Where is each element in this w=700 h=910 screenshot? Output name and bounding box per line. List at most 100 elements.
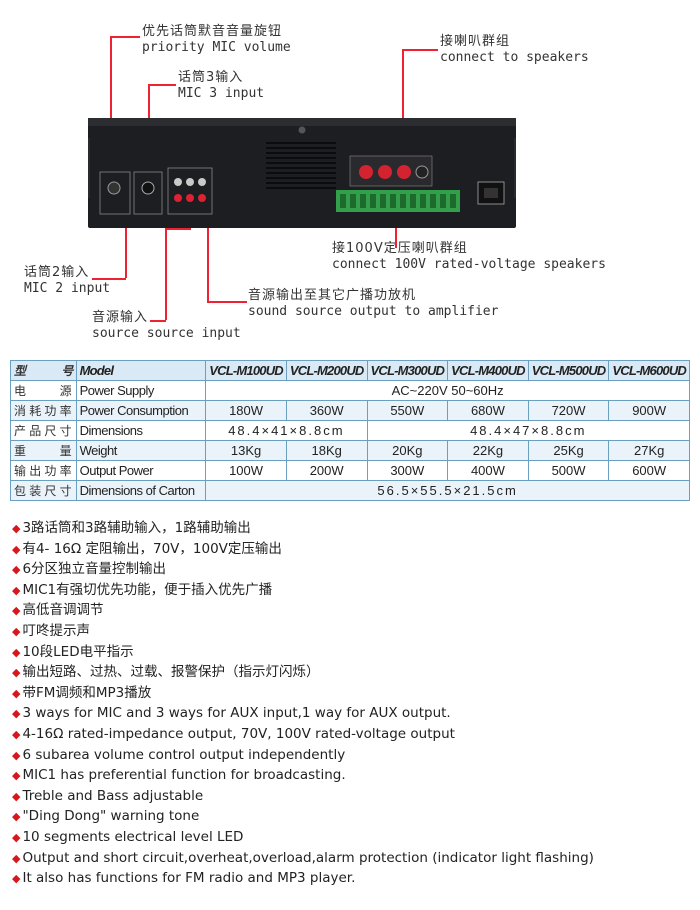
list-item: ◆MIC1 has preferential function for broa…	[12, 765, 692, 786]
leader-line	[402, 49, 438, 51]
callout-mic2-en: MIC 2 input	[24, 281, 111, 296]
feature-text: 3 ways for MIC and 3 ways for AUX input,…	[22, 705, 451, 722]
model-cell: VCL-M200UD	[285, 360, 368, 381]
table-cell: 100W	[205, 460, 287, 481]
callout-source: 音源输入 source source input	[92, 310, 241, 342]
feature-text: Treble and Bass adjustable	[22, 787, 204, 804]
table-cell: 500W	[527, 460, 610, 481]
callout-speakers-zh: 接喇叭群组	[440, 34, 511, 49]
callout-mic3: 话筒3输入 MIC 3 input	[178, 70, 264, 102]
diamond-bullet-icon: ◆	[12, 542, 21, 556]
dimensions-en: Dimensions	[75, 420, 207, 441]
table-cell: 720W	[527, 400, 610, 421]
feature-text: 叮咚提示声	[22, 622, 90, 639]
diamond-bullet-icon: ◆	[12, 563, 21, 577]
leader-line	[92, 278, 126, 280]
table-row: 包装尺寸 Dimensions of Carton 56.5×55.5×21.5…	[10, 480, 690, 501]
dimensions-zh: 产品尺寸	[10, 420, 77, 441]
model-zh: 型 号	[10, 360, 77, 381]
amplifier-rear-panel	[88, 118, 516, 228]
diamond-bullet-icon: ◆	[12, 624, 21, 638]
table-row: 重 量 Weight 13Kg 18Kg 20Kg 22Kg 25Kg 27Kg	[10, 440, 690, 461]
feature-text: 10段LED电平指示	[22, 643, 134, 660]
diamond-bullet-icon: ◆	[12, 583, 21, 597]
feature-text: 3路话筒和3路辅助输入，1路辅助输出	[22, 520, 251, 536]
feature-text: 4-16Ω rated-impedance output, 70V, 100V …	[22, 725, 455, 742]
leader-line	[110, 36, 112, 181]
feature-text: MIC1有强切优先功能，便于插入优先广播	[22, 581, 273, 598]
dimensions-large: 48.4×47×8.8cm	[366, 420, 690, 441]
feature-text: 6分区独立音量控制输出	[22, 561, 167, 578]
power-supply-value: AC~220V 50~60Hz	[205, 380, 690, 401]
diamond-bullet-icon: ◆	[12, 727, 21, 741]
list-item: ◆MIC1有强切优先功能，便于插入优先广播	[12, 580, 692, 601]
feature-text: It also has functions for FM radio and M…	[22, 870, 356, 887]
leader-line	[148, 84, 176, 86]
callout-priority-mic-en: priority MIC volume	[142, 40, 291, 55]
callout-amp-zh: 音源输出至其它广播功放机	[248, 288, 417, 303]
table-cell: 550W	[366, 400, 449, 421]
power-supply-zh: 电 源	[10, 380, 77, 401]
model-cell: VCL-M400UD	[447, 360, 529, 381]
output-power-zh: 输出功率	[10, 460, 77, 481]
diamond-bullet-icon: ◆	[12, 686, 21, 700]
table-cell: 680W	[447, 400, 529, 421]
callout-rated-speakers: 接100V定压喇叭群组 connect 100V rated-voltage s…	[332, 241, 606, 273]
power-consumption-zh: 消耗功率	[10, 400, 77, 421]
callout-rated-zh: 接100V定压喇叭群组	[332, 241, 468, 256]
leader-line	[110, 36, 140, 38]
carton-value: 56.5×55.5×21.5cm	[205, 480, 690, 501]
list-item: ◆输出短路、过热、过载、报警保护（指示灯闪烁）	[12, 662, 692, 683]
table-cell: 18Kg	[285, 440, 368, 461]
table-cell: 900W	[608, 400, 690, 421]
diamond-bullet-icon: ◆	[12, 769, 21, 783]
list-item: ◆有4- 16Ω 定阻输出，70V，100V定压输出	[12, 539, 692, 560]
callout-mic3-zh: 话筒3输入	[178, 70, 244, 85]
diamond-bullet-icon: ◆	[12, 645, 21, 659]
list-item: ◆6 subarea volume control output indepen…	[12, 745, 692, 766]
feature-text: MIC1 has preferential function for broad…	[22, 767, 346, 784]
model-cell: VCL-M500UD	[527, 360, 610, 381]
callout-amplifier: 音源输出至其它广播功放机 sound source output to ampl…	[248, 288, 498, 320]
callout-speakers: 接喇叭群组 connect to speakers	[440, 34, 589, 66]
feature-text: 输出短路、过热、过载、报警保护（指示灯闪烁）	[22, 664, 320, 681]
carton-en: Dimensions of Carton	[75, 480, 207, 501]
callout-source-zh: 音源输入	[92, 310, 149, 325]
dimensions-small: 48.4×41×8.8cm	[205, 420, 368, 441]
leader-line	[207, 301, 247, 303]
callout-amp-en: sound source output to amplifier	[248, 304, 499, 319]
weight-en: Weight	[75, 440, 207, 461]
diamond-bullet-icon: ◆	[12, 830, 21, 844]
table-cell: 27Kg	[608, 440, 690, 461]
table-row: 型 号 Model VCL-M100UD VCL-M200UD VCL-M300…	[10, 360, 690, 381]
leader-line	[165, 228, 167, 320]
list-item: ◆"Ding Dong" warning tone	[12, 806, 692, 827]
feature-text: 高低音调调节	[22, 602, 104, 619]
list-item: ◆叮咚提示声	[12, 621, 692, 642]
table-cell: 180W	[205, 400, 287, 421]
diamond-bullet-icon: ◆	[12, 666, 21, 680]
callout-mic3-en: MIC 3 input	[178, 86, 265, 101]
list-item: ◆It also has functions for FM radio and …	[12, 868, 692, 889]
diamond-bullet-icon: ◆	[12, 851, 21, 865]
list-item: ◆3路话筒和3路辅助输入，1路辅助输出	[12, 518, 692, 539]
leader-line	[150, 320, 166, 322]
list-item: ◆4-16Ω rated-impedance output, 70V, 100V…	[12, 724, 692, 745]
model-en: Model	[75, 360, 207, 381]
table-cell: 400W	[447, 460, 529, 481]
model-cell: VCL-M100UD	[205, 360, 287, 381]
list-item: ◆Treble and Bass adjustable	[12, 786, 692, 807]
callout-priority-mic-zh: 优先话筒默音音量旋钮	[142, 24, 283, 39]
table-row: 输出功率 Output Power 100W 200W 300W 400W 50…	[10, 460, 690, 481]
diamond-bullet-icon: ◆	[12, 748, 21, 762]
feature-text: 6 subarea volume control output independ…	[22, 746, 346, 763]
feature-text: 有4- 16Ω 定阻输出，70V，100V定压输出	[22, 540, 282, 557]
diamond-bullet-icon: ◆	[12, 604, 21, 618]
power-consumption-en: Power Consumption	[75, 400, 207, 421]
diamond-bullet-icon: ◆	[12, 872, 21, 886]
table-cell: 360W	[285, 400, 368, 421]
leader-line	[125, 190, 127, 278]
table-cell: 22Kg	[447, 440, 529, 461]
diamond-bullet-icon: ◆	[12, 789, 21, 803]
feature-text: Output and short circuit,overheat,overlo…	[22, 849, 594, 866]
